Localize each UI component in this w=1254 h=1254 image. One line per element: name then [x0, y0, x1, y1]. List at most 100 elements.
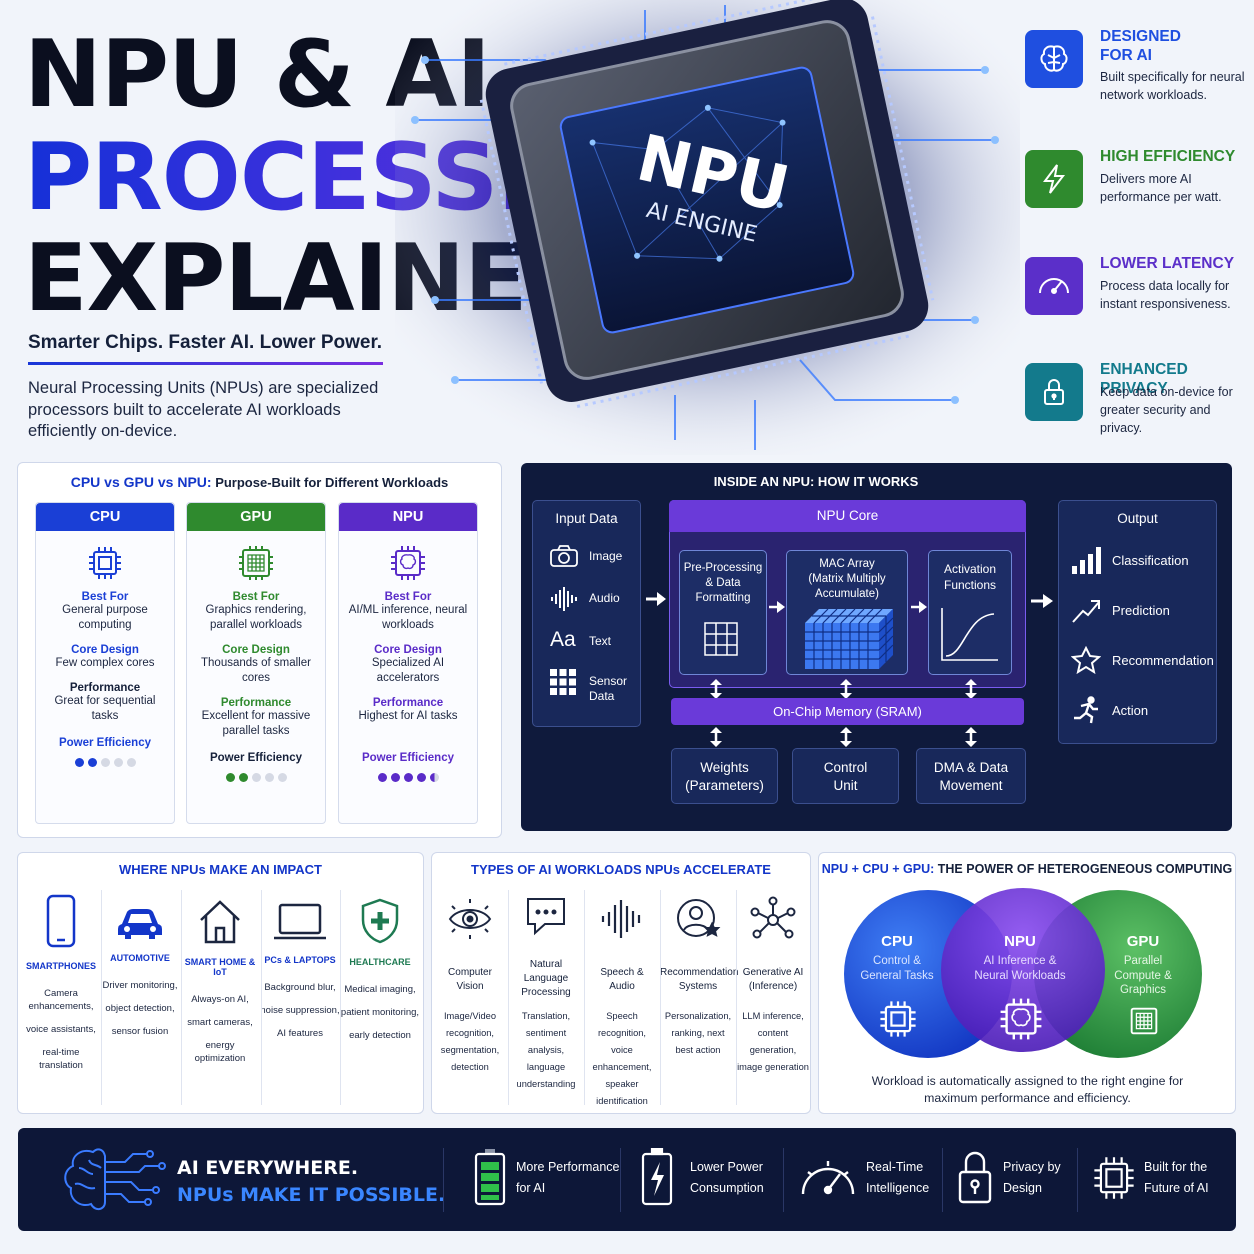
feature-desc: Keep data on-device for greater security… — [1100, 385, 1233, 435]
footer-banner — [18, 1128, 1236, 1231]
lock-icon — [957, 1148, 993, 1209]
footer-slogan-line1: AI EVERYWHERE. — [177, 1157, 359, 1179]
camera-icon — [549, 544, 579, 573]
performance-label: Performance — [372, 697, 444, 709]
brain-icon — [1025, 30, 1083, 88]
workload-desc: Personalization, ranking, next best acti… — [664, 1011, 732, 1055]
impact-name: AUTOMOTIVE — [110, 953, 170, 963]
rating-dot — [390, 773, 400, 782]
ai-brain-circuit-icon — [55, 1140, 167, 1225]
rating-dot — [251, 773, 261, 782]
divider — [340, 890, 341, 1105]
impact-desc: energy optimization — [194, 1040, 246, 1064]
power-efficiency-label: Power Efficiency — [209, 752, 303, 764]
arrow-right-icon — [768, 600, 786, 619]
rating-dot — [225, 773, 235, 782]
data-grid-icon — [704, 622, 738, 661]
rating-dot — [87, 758, 97, 767]
core-design-value: Thousands of smaller cores — [201, 657, 311, 684]
impact-name: SMARTPHONES — [25, 961, 96, 971]
laptop-icon — [260, 894, 340, 947]
input-label-sensor: Sensor Data — [589, 674, 628, 703]
impact-desc: object detection, — [105, 1003, 175, 1014]
venn-gpu-title: GPU — [1126, 933, 1160, 950]
venn-gpu-desc: Parallel Compute & Graphics — [1114, 955, 1172, 996]
rating-dot — [377, 773, 387, 782]
impact-title: WHERE NPUs MAKE AN IMPACT — [119, 862, 322, 877]
core-design-value: Few complex cores — [55, 657, 155, 669]
venn-cpu-title: CPU — [881, 933, 913, 950]
workload-name: Computer Vision — [448, 967, 492, 992]
npu-core-title: NPU Core — [669, 500, 1026, 532]
impact-pcs-laptops: PCs & LAPTOPS Background blur, noise sup… — [260, 894, 340, 1040]
npu-chip-icon — [997, 995, 1045, 1048]
chat-bubble-icon — [508, 896, 584, 946]
performance-value: Great for sequential tasks — [54, 695, 156, 722]
impact-desc: early detection — [349, 1030, 411, 1041]
feature-title: HIGH EFFICIENCY — [1100, 148, 1236, 165]
matrix-cube-icon — [797, 605, 897, 674]
trend-up-icon — [1071, 598, 1101, 629]
impact-smart-home: SMART HOME & IoT Always-on AI, smart cam… — [180, 894, 260, 1065]
workload-desc: LLM inference, content generation, image… — [737, 1011, 809, 1072]
workload-desc: Image/Video recognition, segmentation, d… — [440, 1011, 500, 1072]
best-for-label: Best For — [81, 591, 129, 603]
impact-desc: sensor fusion — [111, 1026, 169, 1037]
intro-text: Neural Processing Units (NPUs) are speci… — [28, 379, 379, 440]
venn-npu-title: NPU — [1004, 933, 1036, 950]
impact-smartphones: SMARTPHONES Camera enhancements, voice a… — [21, 894, 101, 1072]
impact-automotive: AUTOMOTIVE Driver monitoring, object det… — [100, 894, 180, 1038]
control-unit-box: Control Unit — [792, 748, 899, 804]
heterogeneous-title: NPU + CPU + GPU: THE POWER OF HETEROGENE… — [818, 862, 1236, 876]
impact-desc: noise suppression, — [260, 1005, 340, 1016]
dma-box: DMA & Data Movement — [916, 748, 1026, 804]
sensor-grid-icon — [549, 668, 577, 701]
impact-desc: voice assistants, — [26, 1024, 96, 1035]
divider — [620, 1148, 621, 1212]
input-data-title: Input Data — [555, 511, 618, 526]
rating-dot — [113, 758, 123, 767]
cpu-chip-icon — [876, 997, 920, 1046]
rating-dot — [416, 773, 426, 782]
divider — [783, 1148, 784, 1212]
tagline-underline — [28, 362, 383, 365]
workloads-panel — [431, 852, 811, 1114]
impact-desc: patient monitoring, — [340, 1007, 420, 1018]
impact-healthcare: HEALTHCARE Medical imaging, patient moni… — [340, 894, 420, 1042]
venn-cpu-desc: Control & General Tasks — [860, 955, 934, 982]
venn-diagram — [842, 886, 1204, 1071]
workload-name: Recommendation Systems — [660, 967, 739, 992]
divider — [443, 1148, 444, 1212]
car-icon — [100, 894, 180, 945]
speedometer-icon — [1025, 257, 1083, 315]
feature-desc: Process data locally for instant respons… — [1100, 279, 1231, 311]
divider — [508, 890, 509, 1105]
impact-desc: AI features — [277, 1028, 323, 1039]
column-header: GPU — [187, 503, 325, 531]
input-label-text: Text — [589, 634, 612, 648]
divider — [660, 890, 661, 1105]
lightning-icon — [1025, 150, 1083, 208]
input-label-audio: Audio — [589, 591, 620, 605]
eye-icon — [432, 896, 508, 954]
performance-value: Highest for AI tasks — [358, 710, 458, 722]
heterogeneous-title-rest: THE POWER OF HETEROGENEOUS COMPUTING — [937, 862, 1233, 876]
on-chip-memory-bar: On-Chip Memory (SRAM) — [671, 698, 1024, 725]
workload-nlp: Natural Language Processing Translation,… — [508, 896, 584, 1093]
impact-name: PCs & LAPTOPS — [264, 955, 336, 965]
inside-npu-title: INSIDE AN NPU: HOW IT WORKS — [713, 474, 919, 489]
stage-label: Activation Functions — [943, 562, 997, 592]
audio-wave-icon — [549, 586, 579, 617]
workload-desc: Translation, sentiment analysis, languag… — [516, 1011, 576, 1089]
impact-desc: real-time translation — [39, 1047, 83, 1071]
performance-label: Performance — [220, 697, 292, 709]
rating-dot — [429, 773, 439, 782]
rating-dot — [238, 773, 248, 782]
core-design-label: Core Design — [71, 644, 139, 656]
running-person-icon — [1071, 696, 1101, 729]
arrow-updown-icon — [709, 727, 723, 752]
output-title: Output — [1117, 511, 1158, 526]
npu-chip-illustration: NPU AI ENGINE — [395, 0, 1020, 455]
arrow-updown-icon — [709, 679, 723, 704]
output-label-prediction: Prediction — [1112, 603, 1170, 618]
